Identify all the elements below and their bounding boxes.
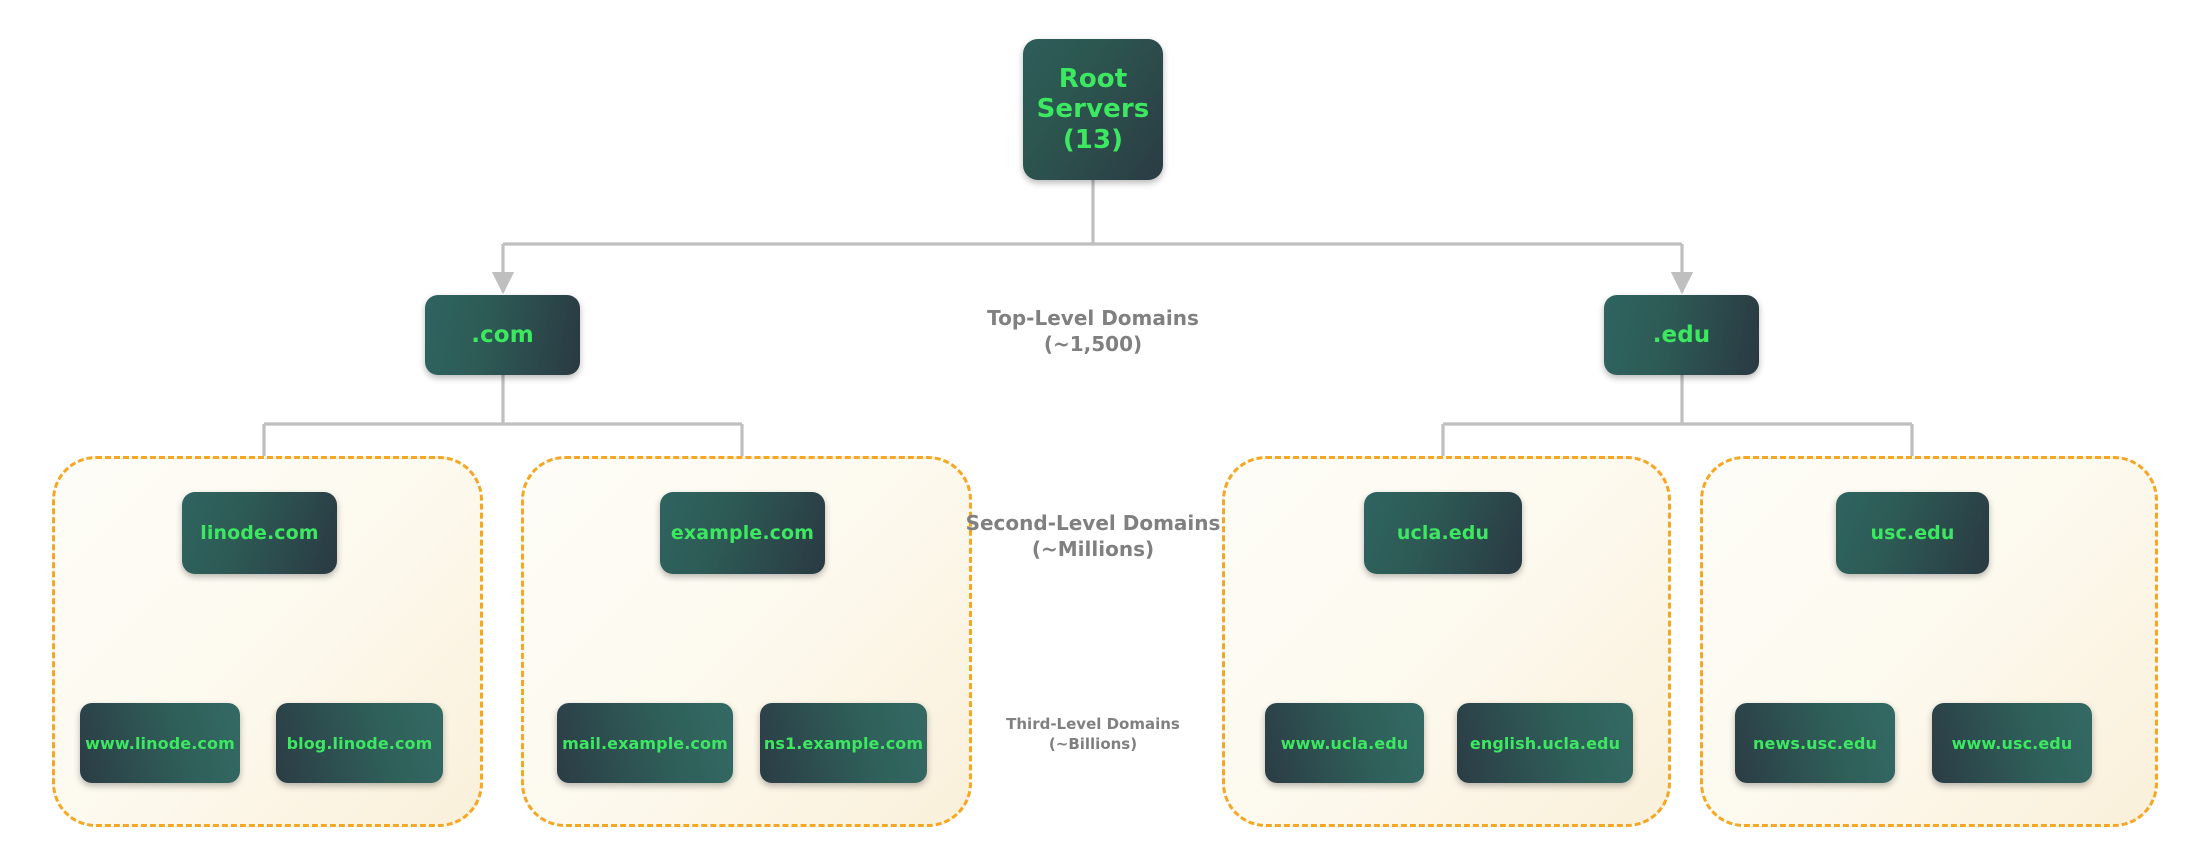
node-root-servers[interactable]: Root Servers (13): [1023, 39, 1163, 180]
node-leaf-www-linode[interactable]: www.linode.com: [80, 703, 240, 783]
node-tld-com[interactable]: .com: [425, 295, 580, 375]
node-leaf-blog-linode[interactable]: blog.linode.com: [276, 703, 443, 783]
node-sld-ucla[interactable]: ucla.edu: [1364, 492, 1522, 574]
tier-label-third-level: Third-Level Domains (~Billions): [1006, 715, 1180, 753]
node-leaf-news-usc[interactable]: news.usc.edu: [1735, 703, 1895, 783]
node-sld-linode[interactable]: linode.com: [182, 492, 337, 574]
node-leaf-english-ucla[interactable]: english.ucla.edu: [1457, 703, 1633, 783]
tier-label-top-level: Top-Level Domains (~1,500): [987, 306, 1199, 357]
node-sld-example[interactable]: example.com: [660, 492, 825, 574]
node-leaf-mail-example[interactable]: mail.example.com: [557, 703, 733, 783]
node-leaf-www-ucla[interactable]: www.ucla.edu: [1265, 703, 1424, 783]
node-leaf-ns1-example[interactable]: ns1.example.com: [760, 703, 927, 783]
node-sld-usc[interactable]: usc.edu: [1836, 492, 1989, 574]
node-leaf-www-usc[interactable]: www.usc.edu: [1932, 703, 2092, 783]
tier-label-second-level: Second-Level Domains (~Millions): [965, 511, 1221, 562]
node-tld-edu[interactable]: .edu: [1604, 295, 1759, 375]
